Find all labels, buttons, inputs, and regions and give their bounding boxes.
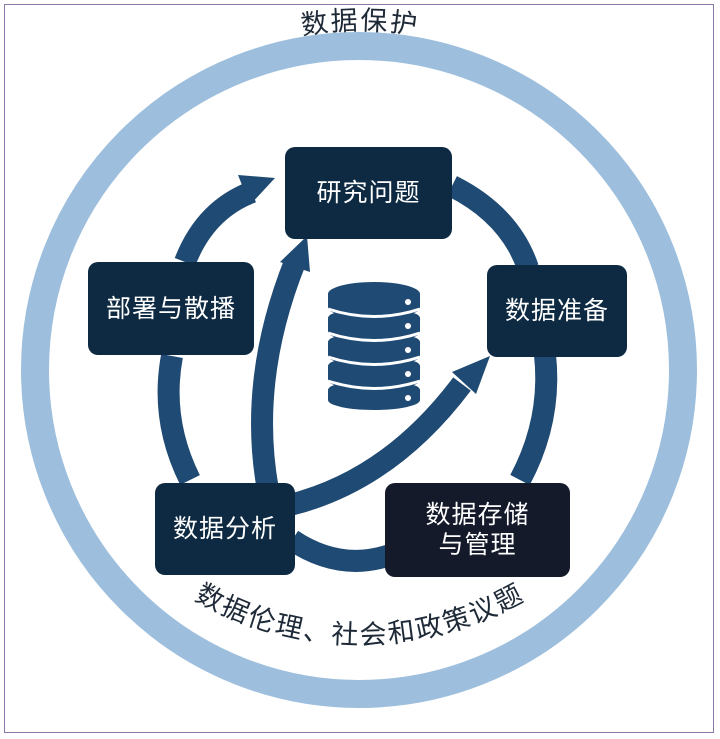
node-data-analysis: 数据分析 xyxy=(155,483,295,575)
outer-protection-ring xyxy=(21,32,697,708)
node-deploy-label: 部署与散播 xyxy=(105,293,236,323)
arc-analysis-to-deploy xyxy=(157,353,200,485)
node-research-question: 研究问题 xyxy=(285,147,452,239)
arc-research-to-prep xyxy=(446,176,539,272)
diagram-frame xyxy=(4,4,714,733)
cycle-arrows xyxy=(157,176,558,572)
arrowheads xyxy=(238,175,490,394)
node-data-preparation: 数据准备 xyxy=(487,265,627,357)
arrowhead-inner-research xyxy=(280,236,310,272)
arc-prep-to-storage xyxy=(510,353,558,486)
arrowhead-to-prep xyxy=(452,356,490,394)
node-storage-label-1: 数据存储 xyxy=(425,500,530,529)
node-data-storage: 数据存储 与管理 xyxy=(385,483,570,577)
arrowhead-to-research xyxy=(238,175,275,205)
arc-analysis-to-prep xyxy=(287,377,471,516)
ring-label-top: 数据保护 xyxy=(299,6,421,42)
arc-storage-to-analysis xyxy=(285,530,394,572)
ring-label-bottom: 数据伦理、社会和政策议题 xyxy=(190,578,529,651)
node-prep-label: 数据准备 xyxy=(504,296,609,325)
node-deploy-disseminate: 部署与散播 xyxy=(88,262,254,355)
node-storage-label-2: 与管理 xyxy=(438,530,517,559)
arc-analysis-to-research xyxy=(251,257,306,492)
node-research-label: 研究问题 xyxy=(316,178,421,207)
arc-deploy-to-research xyxy=(174,181,257,267)
database-icon xyxy=(327,282,421,410)
node-analysis-label: 数据分析 xyxy=(172,514,277,543)
